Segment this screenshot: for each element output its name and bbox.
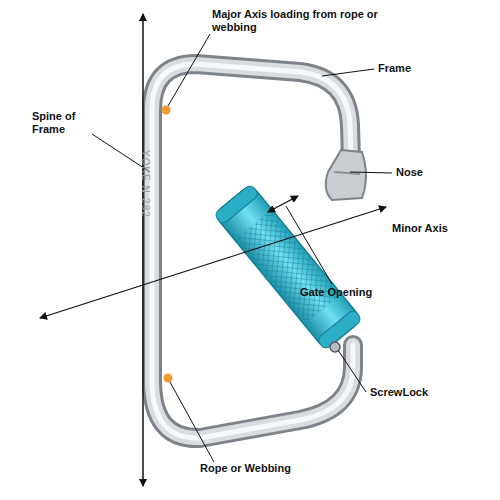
engraved-marking: YOKE N-282 [139, 150, 152, 218]
gate-opening-arrow [268, 196, 298, 212]
major-axis-arrow [142, 14, 144, 486]
leader-lines [92, 34, 392, 462]
part-label: Major Axis loading from rope or webbing [212, 8, 382, 34]
part-label: Rope or Webbing [200, 462, 340, 475]
screwlock-sleeve [214, 184, 363, 350]
carabiner-frame [152, 64, 353, 438]
part-label: Spine of Frame [32, 110, 92, 136]
part-label: ScrewLock [370, 386, 460, 399]
part-label: Gate Opening [300, 286, 400, 299]
part-label: Nose [396, 166, 476, 179]
part-label: Minor Axis [392, 222, 482, 235]
part-label: Frame [378, 62, 458, 75]
load-point [164, 374, 173, 383]
minor-axis-arrow [40, 207, 386, 318]
load-point [162, 106, 171, 115]
carabiner-nose [326, 150, 366, 200]
